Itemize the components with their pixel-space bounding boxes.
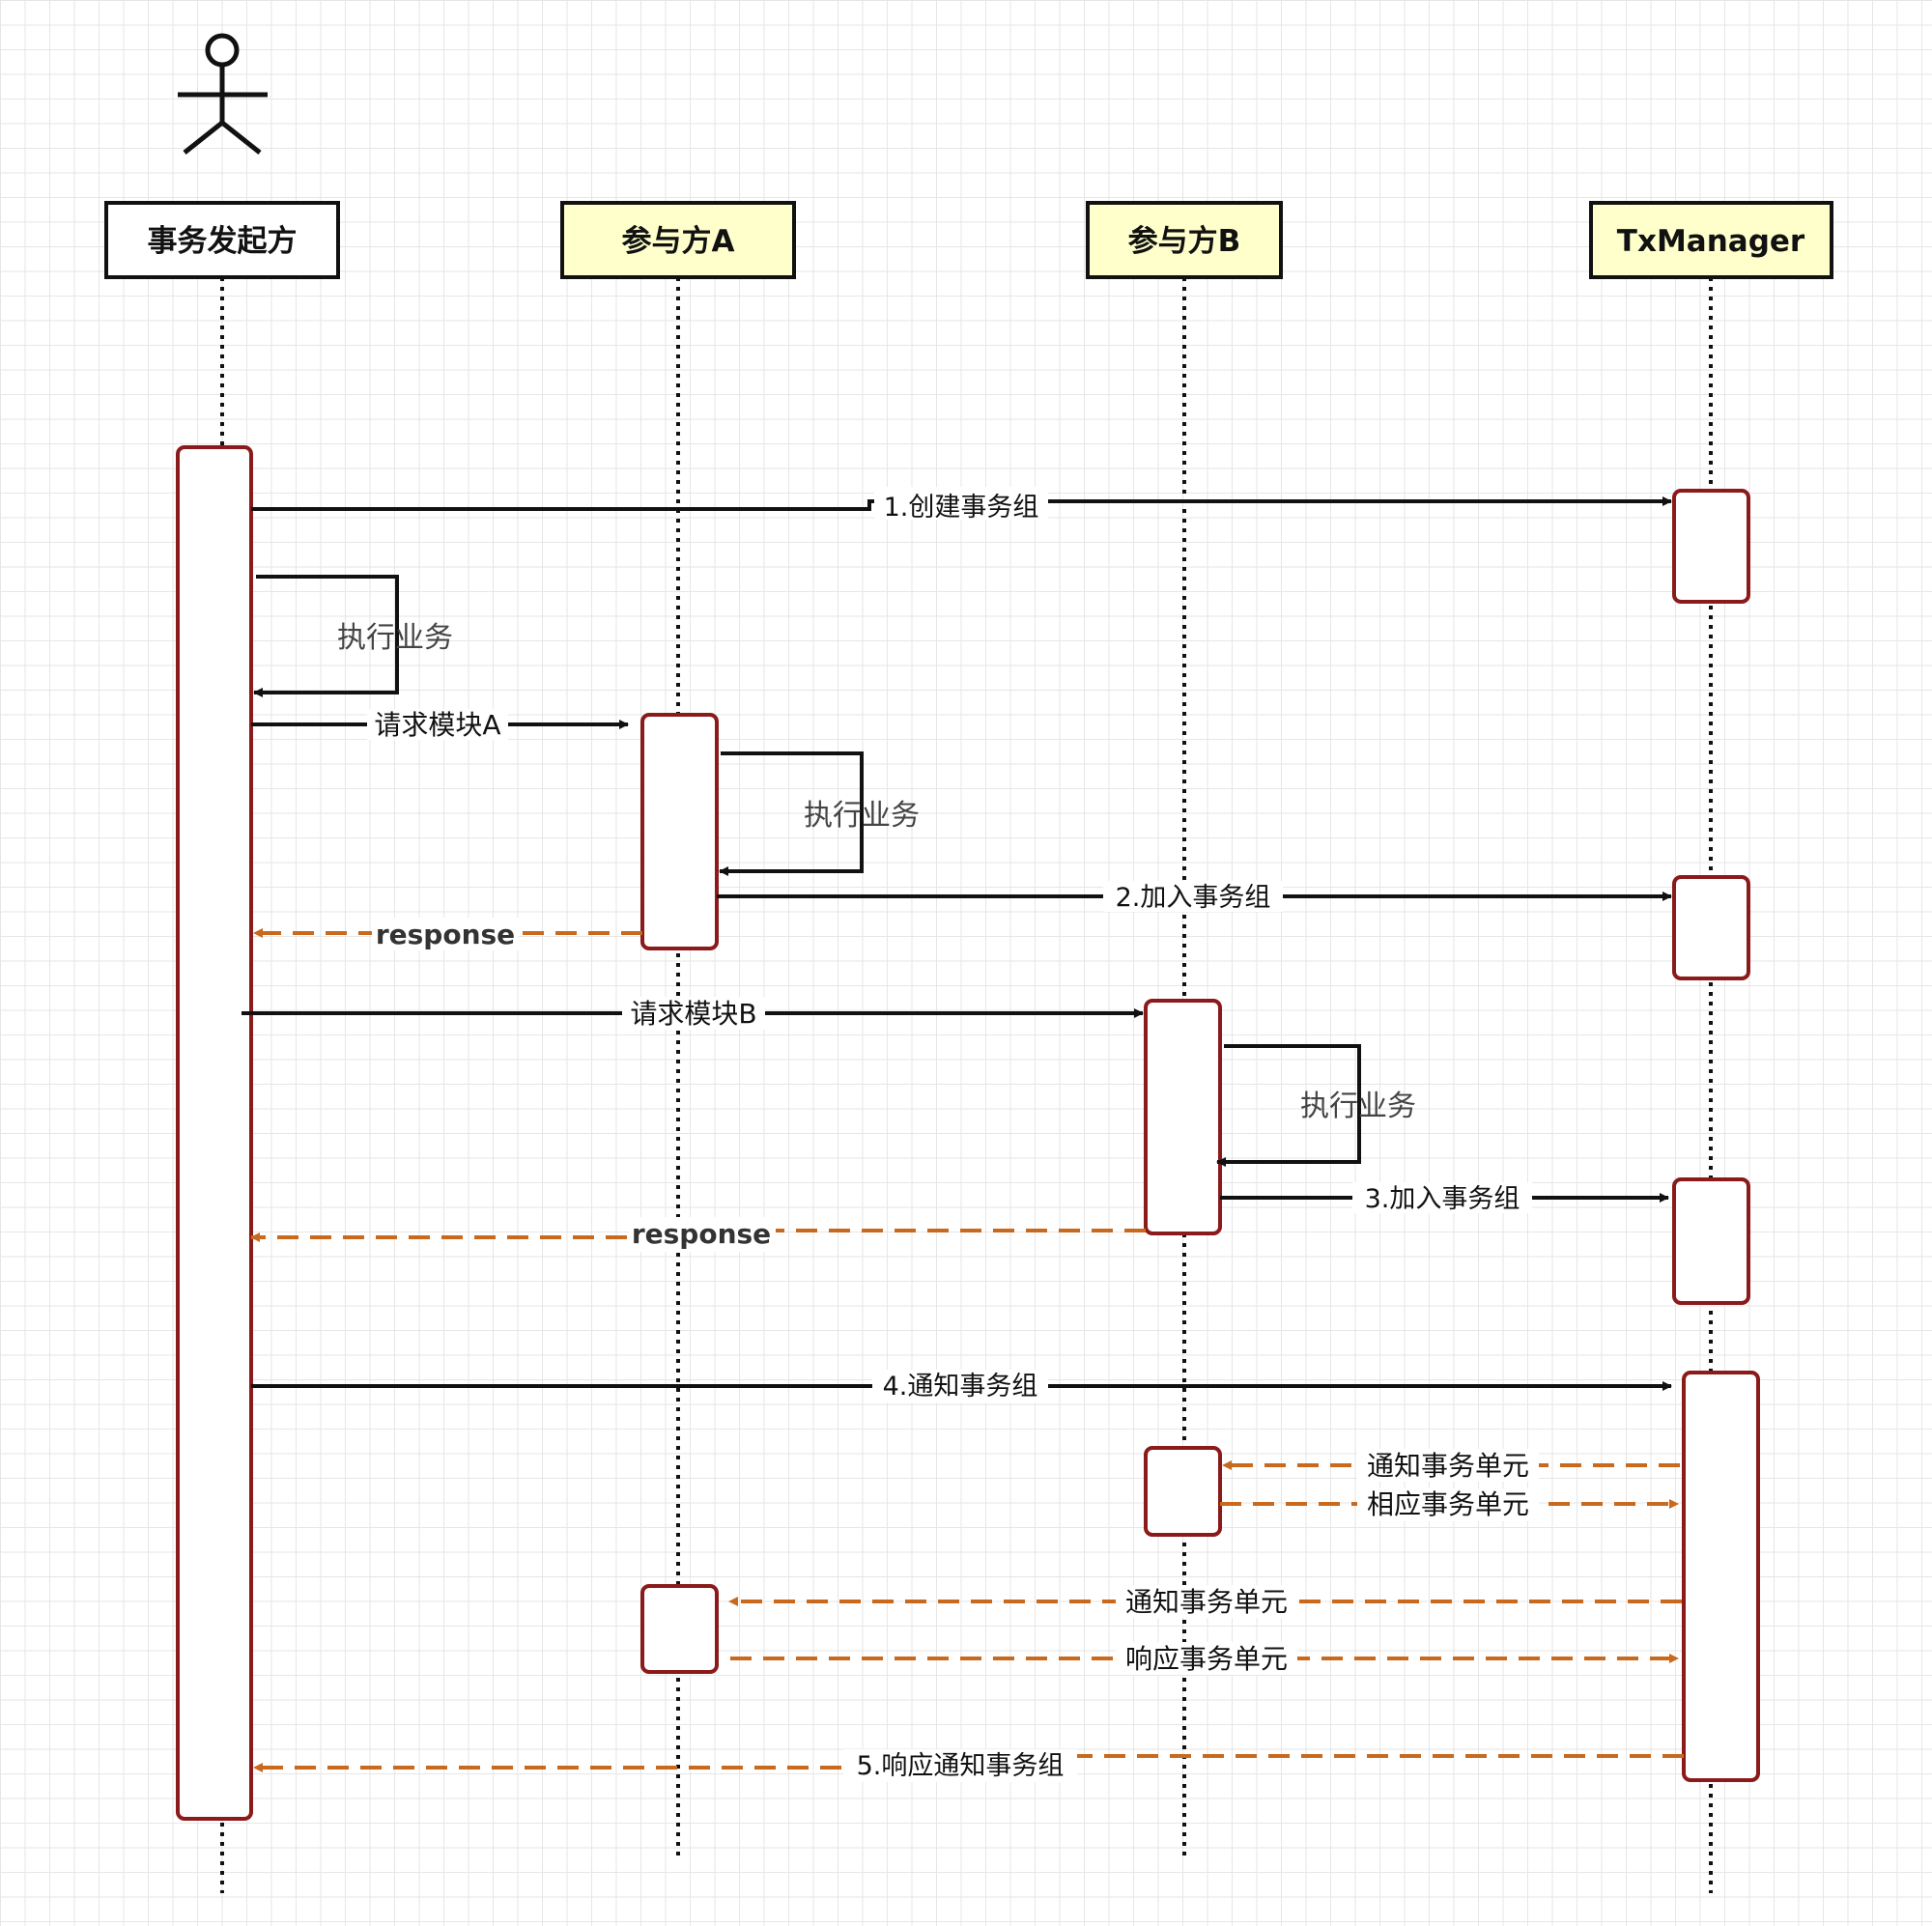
participant-label: 参与方A xyxy=(622,224,735,259)
activation-txmanager-2 xyxy=(1672,875,1750,980)
message-label: response xyxy=(376,919,515,950)
message-response-a: response xyxy=(253,918,642,950)
participant-part-a[interactable]: 参与方A xyxy=(560,201,796,279)
message-label: response xyxy=(632,1218,771,1250)
participant-label: 事务发起方 xyxy=(148,224,298,259)
message-label: 相应事务单元 xyxy=(1367,1488,1529,1520)
activation-initiator xyxy=(176,445,253,1821)
participant-txmanager[interactable]: TxManager xyxy=(1589,201,1833,279)
participant-label: TxManager xyxy=(1617,224,1805,259)
actor-icon xyxy=(178,33,268,155)
participant-box xyxy=(1086,201,1283,279)
self-call-part-b: 执行业务 xyxy=(1216,1044,1416,1167)
activation-txmanager-4 xyxy=(1682,1371,1760,1782)
message-reply-notify-group: 5.响应通知事务组 xyxy=(253,1749,1684,1782)
message-reply-unit-a: 响应事务单元 xyxy=(730,1642,1679,1675)
participant-part-b[interactable]: 参与方B xyxy=(1086,201,1283,279)
message-label: 响应事务单元 xyxy=(1125,1643,1288,1675)
message-label: 3.加入事务组 xyxy=(1365,1184,1520,1214)
message-reply-unit-b: 相应事务单元 xyxy=(1220,1488,1679,1521)
message-label: 执行业务 xyxy=(337,621,453,655)
message-label: 5.响应通知事务组 xyxy=(857,1751,1065,1781)
message-label: 通知事务单元 xyxy=(1125,1586,1288,1618)
message-request-b: 请求模块B xyxy=(242,997,1144,1030)
participant-box xyxy=(1589,201,1833,279)
message-notify-unit-a: 通知事务单元 xyxy=(728,1585,1682,1618)
activation-part-a-2 xyxy=(640,1584,719,1674)
message-create-group: 1.创建事务组 xyxy=(251,487,1672,523)
message-label: 执行业务 xyxy=(1300,1090,1416,1123)
message-label: 1.创建事务组 xyxy=(884,493,1039,523)
message-response-b: response xyxy=(250,1217,1146,1252)
participant-box xyxy=(560,201,796,279)
message-label: 执行业务 xyxy=(804,799,920,833)
self-call-part-a: 执行业务 xyxy=(719,751,920,876)
participant-initiator[interactable]: 事务发起方 xyxy=(104,201,340,279)
activation-txmanager-1 xyxy=(1672,489,1750,604)
participant-box xyxy=(104,201,340,279)
message-notify-group: 4.通知事务组 xyxy=(251,1370,1672,1402)
activation-part-a-1 xyxy=(640,713,719,950)
message-label: 2.加入事务组 xyxy=(1116,883,1271,913)
participant-label: 参与方B xyxy=(1128,224,1241,259)
message-notify-unit-b: 通知事务单元 xyxy=(1222,1449,1680,1482)
message-join-group-b: 3.加入事务组 xyxy=(1220,1182,1669,1214)
message-label: 通知事务单元 xyxy=(1367,1450,1529,1482)
self-call-initiator: 执行业务 xyxy=(253,575,453,697)
activation-part-b-2 xyxy=(1144,1446,1222,1537)
message-join-group-a: 2.加入事务组 xyxy=(717,881,1672,913)
activation-part-b-1 xyxy=(1144,999,1222,1235)
message-label: 请求模块B xyxy=(630,998,756,1030)
message-request-a: 请求模块A xyxy=(251,709,629,741)
message-label: 4.通知事务组 xyxy=(883,1372,1038,1402)
activation-txmanager-3 xyxy=(1672,1177,1750,1305)
message-label: 请求模块A xyxy=(374,709,500,741)
